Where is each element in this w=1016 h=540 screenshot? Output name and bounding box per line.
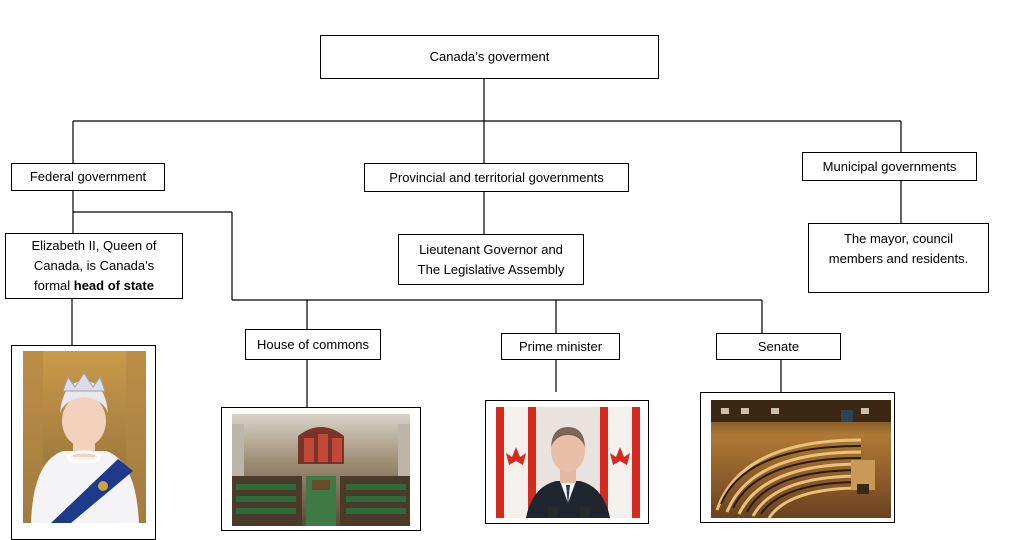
house-of-commons-node: House of commons [245,329,381,360]
head-of-state-label: head of state [73,278,154,293]
queen-portrait-photo [11,345,156,540]
municipal-government-node: Municipal governments [802,152,977,181]
senate-label: Senate [757,338,800,354]
prime-minister-image [496,407,640,518]
municipal-government-label: Municipal governments [822,158,957,174]
lieutenant-governor-line-2: The Legislative Assembly [417,261,565,277]
prime-minister-label: Prime minister [518,338,603,354]
queen-line-3-prefix: formal [34,278,74,293]
house-of-commons-photo [221,407,421,531]
root-node: Canada’s goverment [320,35,659,79]
mayor-node: The mayor, council members and residents… [808,223,989,293]
senate-node: Senate [716,333,841,360]
prime-minister-node: Prime minister [501,333,620,360]
provincial-government-label: Provincial and territorial governments [389,169,604,185]
house-of-commons-image [232,414,410,526]
queen-portrait-image [23,351,146,523]
queen-line-3: formal head of state [34,276,154,296]
senate-chamber-image [711,400,891,518]
mayor-line-2: members and residents. [828,251,969,266]
senate-chamber-photo [700,392,895,523]
queen-node: Elizabeth II, Queen of Canada, is Canada… [5,233,183,299]
queen-line-1: Elizabeth II, Queen of [31,238,157,253]
mayor-line-1: The mayor, council [843,231,954,246]
federal-government-node: Federal government [11,163,165,191]
lieutenant-governor-node: Lieutenant Governor and The Legislative … [398,234,584,285]
lieutenant-governor-line-1: Lieutenant Governor and [419,241,563,257]
prime-minister-photo [485,400,649,524]
queen-line-2: Canada, is Canada's [33,258,155,273]
house-of-commons-label: House of commons [257,336,369,352]
provincial-government-node: Provincial and territorial governments [364,163,629,192]
federal-government-label: Federal government [29,169,147,184]
root-label: Canada’s goverment [429,49,550,64]
